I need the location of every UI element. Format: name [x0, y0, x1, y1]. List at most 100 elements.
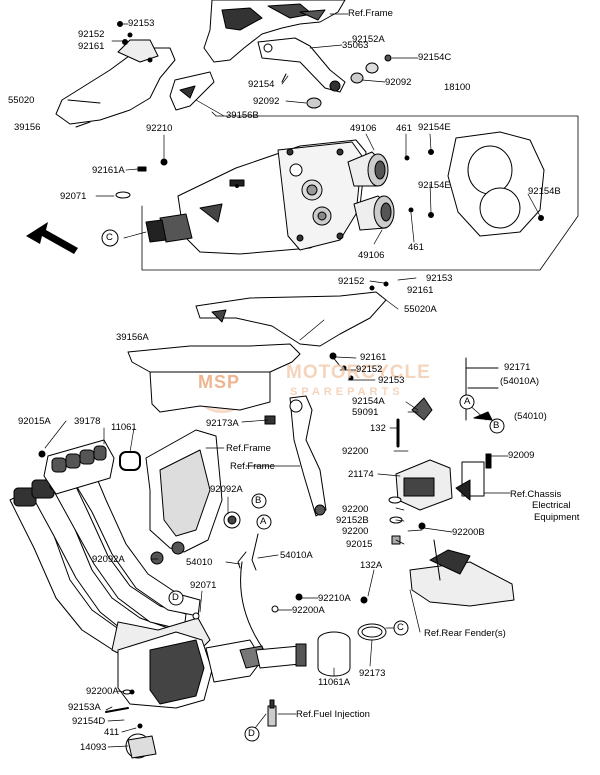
group-outline [141, 111, 579, 271]
part-label: 92200 [342, 504, 369, 515]
callout-d-lower: D [248, 728, 255, 739]
callout-d-upper: D [172, 592, 179, 603]
chamber-14093 [105, 631, 307, 759]
callout-a-right: A [464, 396, 471, 407]
part-label: 11061A [318, 677, 351, 688]
part-label: 92154E [418, 122, 451, 133]
ref-label: Ref.Frame [230, 461, 275, 472]
part-label: 92152 [338, 276, 365, 287]
part-label: 92173 [359, 668, 386, 679]
part-label: 92009 [508, 450, 535, 461]
part-label: 49106 [350, 123, 377, 134]
part-label: 92015A [18, 416, 51, 427]
part-label: 39156A [116, 332, 149, 343]
part-label: 92200 [342, 526, 369, 537]
part-label: 39178 [74, 416, 101, 427]
hardware-lower [129, 593, 303, 695]
muffler-body [145, 139, 367, 255]
part-label: 92154B [528, 186, 561, 197]
ref-label: Ref.Chassis [510, 489, 562, 500]
part-label: 92173A [206, 418, 239, 429]
part-label: 21174 [348, 469, 374, 480]
part-label: 59091 [352, 407, 379, 418]
part-label: 92200A [86, 686, 119, 697]
frame-top [203, 0, 346, 63]
callout-c-lower: C [397, 622, 404, 633]
part-label: 39156B [226, 110, 259, 121]
part-label: 92153 [426, 273, 453, 284]
part-label: 92154E [418, 180, 451, 191]
part-label: 11061 [111, 422, 137, 433]
part-label: 92154 [248, 79, 275, 90]
ref-label: Electrical [532, 500, 571, 511]
watermark-brand: MOTORCYCLE [286, 362, 431, 383]
part-label: 92015 [346, 539, 373, 550]
direction-arrow [26, 222, 78, 254]
rear-fender-part [409, 539, 515, 607]
cover-18100 [447, 131, 545, 237]
part-label: 92152A [352, 34, 385, 45]
part-label: 92071 [60, 191, 87, 202]
part-label: 92152 [356, 364, 383, 375]
part-label: 132 [370, 423, 386, 434]
bracket-mid [145, 429, 241, 565]
part-label: 92154D [72, 716, 106, 727]
part-label: 92152 [78, 29, 105, 40]
part-label: 92161 [407, 285, 434, 296]
ref-label: Equipment [534, 512, 580, 523]
part-label: 411 [104, 727, 120, 738]
shield-55020 [55, 21, 215, 125]
part-label: 92200 [342, 446, 369, 457]
part-label: 35063 [342, 40, 369, 51]
hardware-top [281, 54, 392, 109]
part-label: 92153 [128, 18, 155, 29]
part-label: 39156 [14, 122, 41, 133]
part-label: 92154A [352, 396, 385, 407]
part-label: 55020 [8, 95, 35, 106]
part-label: 92092A [92, 554, 125, 565]
shield-39156A [127, 343, 301, 413]
part-label: 92210 [146, 123, 173, 134]
shield-55020A [195, 281, 389, 347]
part-label: 92210A [318, 593, 351, 604]
callout-a-left: A [260, 516, 267, 527]
sensor-fuel [267, 699, 277, 727]
part-label: 92154C [418, 52, 452, 63]
part-label: 92071 [190, 580, 217, 591]
part-label: 92161 [78, 41, 105, 52]
cables [237, 533, 265, 651]
part-label: 132A [360, 560, 383, 571]
part-label: 92200B [452, 527, 485, 538]
part-label: 461 [396, 123, 412, 134]
gaskets-39178 [38, 439, 141, 495]
watermark-sub: SPAREPARTS [290, 386, 404, 398]
clamp-11061A [317, 596, 387, 677]
part-label: 54010 [186, 557, 213, 568]
part-label: 92161A [92, 165, 125, 176]
part-label: 92161 [360, 352, 387, 363]
ref-label: Ref.Frame [348, 8, 393, 19]
end-cap-49106 [347, 151, 395, 231]
part-label: 54010A [280, 550, 313, 561]
part-label: (54010A) [500, 376, 540, 387]
part-label: 92171 [504, 362, 531, 373]
ref-label: Ref.Rear Fender(s) [424, 628, 506, 639]
part-label: 18100 [444, 82, 471, 93]
callout-circles [101, 229, 505, 742]
ref-label: Ref.Frame [226, 443, 271, 454]
part-label: 92152B [336, 515, 369, 526]
part-label: 92092 [253, 96, 280, 107]
part-label: 55020A [404, 304, 437, 315]
part-label: 92092A [210, 484, 243, 495]
watermark-logo-text: MSP [198, 372, 241, 392]
ref-label: Ref.Fuel Injection [296, 709, 370, 720]
part-label: 49106 [358, 250, 385, 261]
hanger-bracket [264, 395, 327, 517]
part-label: (54010) [514, 411, 547, 422]
callout-c-upper: C [106, 232, 113, 243]
part-label: 92153A [68, 702, 101, 713]
callout-b-left: B [255, 495, 262, 506]
muffler-hardware [115, 149, 434, 218]
